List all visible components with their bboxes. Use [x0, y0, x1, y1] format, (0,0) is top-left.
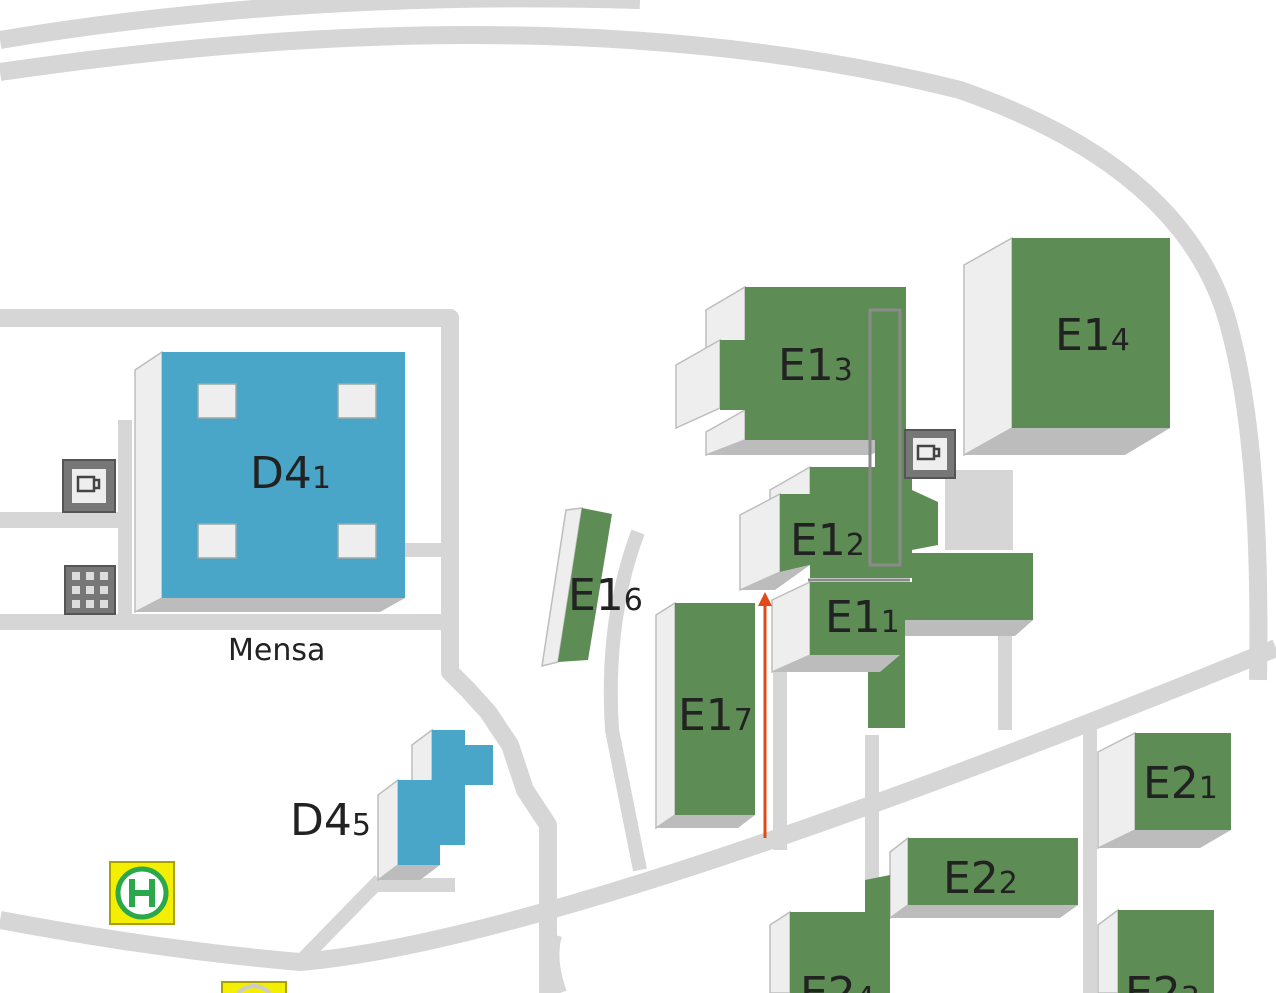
e14-label: E1	[1055, 310, 1111, 361]
svg-text:D45: D45	[290, 795, 371, 846]
building-e17[interactable]: E17	[655, 601, 755, 830]
e21-roof	[1135, 733, 1231, 830]
e24-label: E2	[800, 968, 856, 993]
e11-roof	[810, 553, 1033, 728]
building-e22[interactable]: E22	[889, 836, 1078, 920]
d41-label: D4	[250, 448, 312, 499]
e14-roof	[1012, 238, 1170, 428]
e13-label: E1	[778, 340, 834, 391]
svg-text:D41: D41	[250, 448, 331, 499]
d45-roof	[398, 730, 493, 865]
e13-sub: 3	[834, 353, 853, 388]
svg-text:E24: E24	[800, 968, 875, 993]
mensa-label: Mensa	[228, 633, 325, 668]
building-e21[interactable]: E21	[1097, 731, 1231, 850]
e12-sub: 2	[846, 528, 865, 563]
d45-sub: 5	[352, 808, 371, 843]
building-e16[interactable]: E16	[541, 507, 643, 668]
svg-text:E11: E11	[825, 592, 900, 643]
e17-label: E1	[678, 690, 734, 741]
e22-label: E2	[943, 853, 999, 904]
cafe-icon[interactable]	[62, 459, 116, 513]
building-d45[interactable]: D45	[290, 728, 493, 882]
building-e23[interactable]: E23	[1097, 908, 1214, 993]
e14-sub: 4	[1111, 323, 1130, 358]
e17-sub: 7	[734, 703, 753, 738]
svg-text:E12: E12	[790, 515, 865, 566]
e16-roof	[558, 508, 612, 662]
svg-text:E14: E14	[1055, 310, 1130, 361]
e22-roof	[908, 838, 1078, 905]
e1-corridor	[868, 308, 902, 567]
svg-text:E21: E21	[1143, 758, 1218, 809]
svg-text:E16: E16	[568, 570, 643, 621]
e23-sub: 3	[1181, 981, 1200, 993]
building-e14[interactable]: E14	[963, 236, 1170, 457]
location-pointer-arrow	[758, 592, 772, 838]
e21-sub: 1	[1199, 771, 1218, 806]
e11-sub: 1	[881, 605, 900, 640]
e11-label: E1	[825, 592, 881, 643]
e22-sub: 2	[999, 866, 1018, 901]
svg-text:E23: E23	[1125, 968, 1200, 993]
d41-sub: 1	[312, 461, 331, 496]
building-e11[interactable]: E11	[771, 553, 1033, 728]
svg-text:E17: E17	[678, 690, 753, 741]
vending-icon[interactable]	[64, 565, 116, 615]
building-d41[interactable]: D41	[134, 350, 405, 614]
e16-label: E1	[568, 570, 624, 621]
building-e24[interactable]: E24	[769, 875, 890, 993]
d41-roof-windows	[197, 383, 377, 559]
e17-roof	[675, 603, 755, 815]
e23-roof	[1118, 910, 1214, 993]
e12-label: E1	[790, 515, 846, 566]
e13-roof	[720, 287, 906, 440]
e16-sub: 6	[624, 583, 643, 618]
svg-text:E13: E13	[778, 340, 853, 391]
bus-stop-icon[interactable]	[109, 861, 175, 925]
e24-roof	[790, 875, 890, 993]
d45-label: D4	[290, 795, 352, 846]
e24-sub: 4	[856, 981, 875, 993]
cafe-icon[interactable]	[904, 429, 956, 479]
svg-text:E22: E22	[943, 853, 1018, 904]
e23-label: E2	[1125, 968, 1181, 993]
bus-stop-icon[interactable]	[221, 981, 287, 993]
e21-label: E2	[1143, 758, 1199, 809]
building-e13[interactable]: E13	[675, 285, 906, 457]
